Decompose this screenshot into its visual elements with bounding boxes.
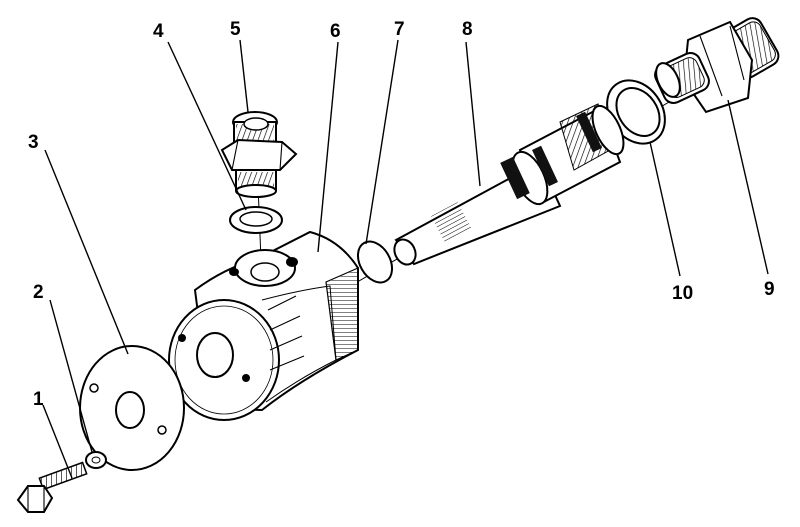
- part-6-valve-body: [168, 230, 359, 421]
- part-2-lock-washer: [85, 451, 107, 469]
- callout-6: 6: [330, 21, 341, 42]
- leader-line-7: [365, 39, 399, 245]
- callout-10: 10: [672, 283, 694, 304]
- callout-1: 1: [33, 389, 44, 410]
- callout-5: 5: [230, 19, 241, 40]
- callout-4: 4: [153, 21, 164, 42]
- leader-lines: [42, 39, 769, 479]
- leader-line-8: [465, 41, 481, 187]
- leader-line-6: [317, 41, 339, 253]
- part-1-hex-bolt: [16, 461, 88, 513]
- part-5-hex-fitting: [220, 111, 298, 198]
- part-9-union-fitting: [654, 17, 780, 114]
- part-10-gasket-ring: [606, 79, 666, 145]
- callout-2: 2: [33, 282, 44, 303]
- part-4-sealing-washer: [229, 206, 283, 234]
- leader-line-4: [167, 41, 247, 211]
- callout-8: 8: [462, 19, 473, 40]
- leader-line-10: [649, 141, 681, 277]
- leader-line-5: [239, 39, 249, 113]
- callout-7: 7: [394, 19, 405, 40]
- part-3-flange-plate: [79, 345, 185, 471]
- leader-line-3: [44, 149, 129, 355]
- part-7-o-ring: [356, 240, 394, 284]
- callout-9: 9: [764, 279, 775, 300]
- leader-line-9: [727, 99, 769, 275]
- part-8-valve-spool: [393, 103, 625, 266]
- leader-line-2: [49, 299, 93, 453]
- callout-3: 3: [28, 132, 39, 153]
- leader-line-1: [42, 404, 73, 479]
